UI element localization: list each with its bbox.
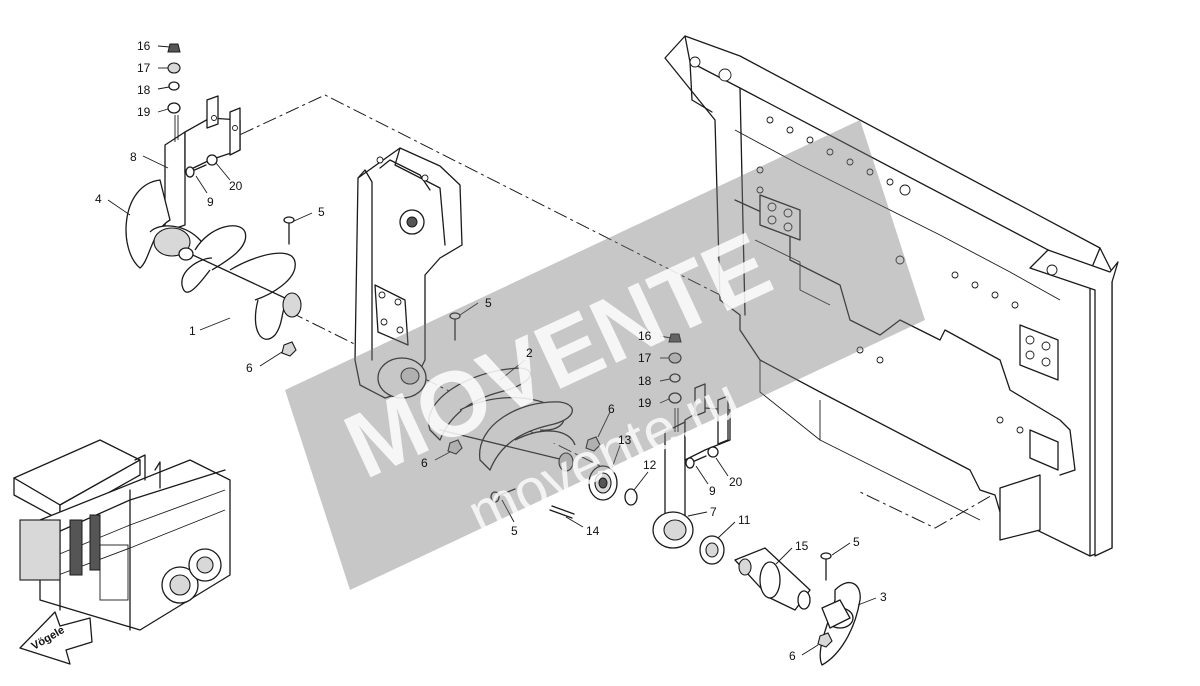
gear-housing: [354, 147, 463, 399]
callout-label: 11: [738, 513, 751, 527]
callout-label: 6: [246, 361, 253, 375]
shaft-15: [734, 547, 811, 611]
callout-label: 9: [709, 484, 716, 498]
callout-label: 6: [789, 649, 796, 663]
callout-label: 1: [189, 324, 196, 338]
main-frame: [664, 35, 1119, 557]
callout-label: 3: [880, 590, 887, 604]
callout-label: 13: [618, 433, 632, 447]
pin-14: [549, 505, 575, 519]
callout-label: 2: [526, 346, 533, 360]
direction-arrow: Vögele: [19, 611, 93, 665]
callout-label: 12: [643, 458, 657, 472]
snap-ring-12: [624, 488, 638, 506]
callout-label: 17: [638, 351, 652, 365]
nuts: [281, 341, 833, 648]
callout-label: 19: [638, 396, 652, 410]
leader-lines: [107, 45, 877, 656]
callout-label: 5: [853, 535, 860, 549]
callout-label: 19: [137, 105, 151, 119]
callout-label: 6: [421, 456, 428, 470]
end-plate-3: [819, 581, 861, 666]
fastener-stack-left: [167, 43, 181, 114]
callout-label: 20: [729, 475, 743, 489]
callout-label: 5: [318, 205, 325, 219]
watermark-band: [285, 120, 925, 590]
bearing-13: [588, 465, 618, 501]
callout-label: 5: [485, 296, 492, 310]
frame-mount-plates: [759, 194, 1059, 471]
callout-label: 8: [130, 150, 137, 164]
callout-label: 4: [95, 192, 102, 206]
bearing-11: [699, 535, 725, 565]
bearing-bracket-right: [652, 383, 731, 549]
callout-label: 15: [795, 539, 809, 553]
auger-flight-left: [125, 179, 302, 340]
callout-label: 18: [137, 83, 151, 97]
auger-flight-center: [428, 367, 576, 472]
callout-label: 16: [638, 329, 652, 343]
callout-label: 9: [207, 195, 214, 209]
paver-machine-illustration: [13, 439, 231, 631]
callout-label: 18: [638, 374, 652, 388]
callout-labels: 16 17 18 19 8 20 9 4 5 1 6 5 2 6 6 13 5 …: [95, 39, 887, 663]
bearing-bracket-left: [164, 95, 241, 233]
callout-label: 14: [586, 524, 600, 538]
callout-label: 5: [511, 524, 518, 538]
callout-label: 6: [608, 402, 615, 416]
callout-label: 7: [710, 505, 717, 519]
callout-label: 17: [137, 61, 151, 75]
callout-label: 20: [229, 179, 243, 193]
callout-label: 16: [137, 39, 151, 53]
bolts: [185, 154, 832, 581]
fastener-stack-right: [668, 333, 682, 404]
